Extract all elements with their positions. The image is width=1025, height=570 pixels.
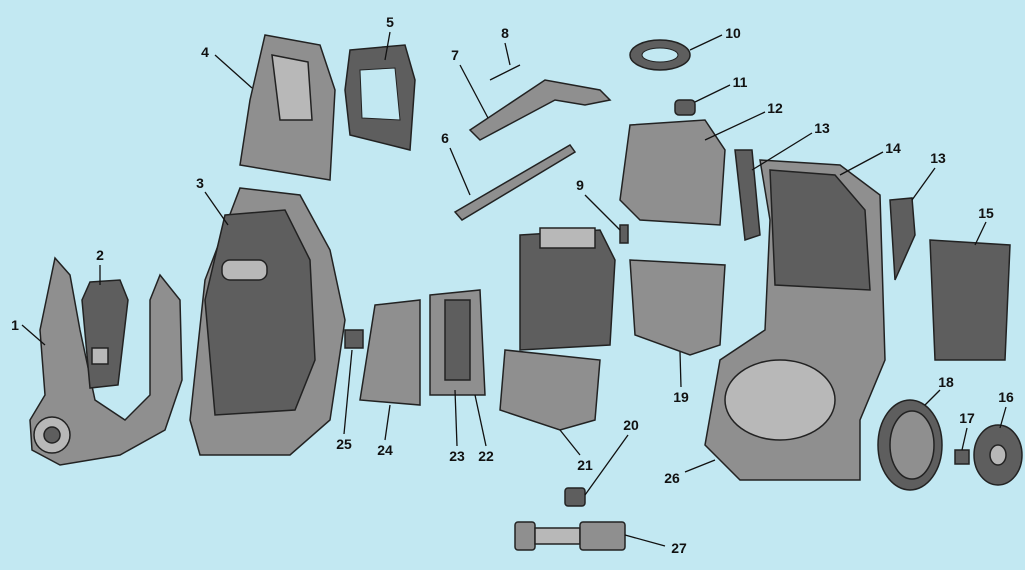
callout-10: 10 [725,25,741,41]
part-6-lance [453,144,577,221]
part-21-motor-pump [499,227,616,431]
part-4-handle-cover [239,34,336,181]
part-10-hose-reel [629,39,691,71]
callout-17: 17 [959,410,975,426]
callout-19: 19 [673,389,689,405]
callout-21: 21 [577,457,593,473]
part-27-inlet-adapter [514,521,626,551]
callout-13-right: 13 [930,150,946,166]
part-25-switch [344,329,364,349]
callout-25: 25 [336,436,352,452]
callout-16: 16 [998,389,1014,405]
callout-14: 14 [885,140,901,156]
callout-11: 11 [732,74,748,90]
callout-2: 2 [96,247,104,263]
part-2-panel [81,279,129,389]
part-9-filter [619,224,629,244]
part-5-handle-frame [344,44,416,151]
part-13-hook-left [734,149,761,242]
callout-13-left: 13 [814,120,830,136]
callout-12: 12 [767,100,783,116]
callout-4: 4 [201,44,209,60]
part-19-tray [629,259,726,356]
callout-6: 6 [441,130,449,146]
part-16-hubcap [973,424,1023,486]
part-13-hook-right [889,197,916,281]
part-18-wheel [877,399,943,491]
callout-1: 1 [11,317,19,333]
part-11-cap [674,99,696,116]
callout-27: 27 [671,540,687,556]
part-20-inlet-connector [564,487,586,507]
part-26-main-body [704,159,886,481]
part-3-rear-housing [189,187,346,456]
callout-24: 24 [377,442,393,458]
callout-7: 7 [451,47,459,63]
part-8-cleaning-pin [489,64,521,81]
part-17-axle-cap [954,449,970,465]
part-15-storage-bin [929,239,1011,361]
callout-18: 18 [938,374,954,390]
part-22-gasket [444,299,471,381]
part-12-detergent-tank [619,119,726,226]
callout-20: 20 [623,417,639,433]
part-24-control-box [359,299,421,406]
callout-8: 8 [501,25,509,41]
callout-5: 5 [386,14,394,30]
callout-22: 22 [478,448,494,464]
callout-3: 3 [196,175,204,191]
leader-lines [21,31,1007,547]
callout-9: 9 [576,177,584,193]
callout-26: 26 [664,470,680,486]
callout-23: 23 [449,448,465,464]
part-7-spray-gun [468,79,612,141]
callout-15: 15 [978,205,994,221]
